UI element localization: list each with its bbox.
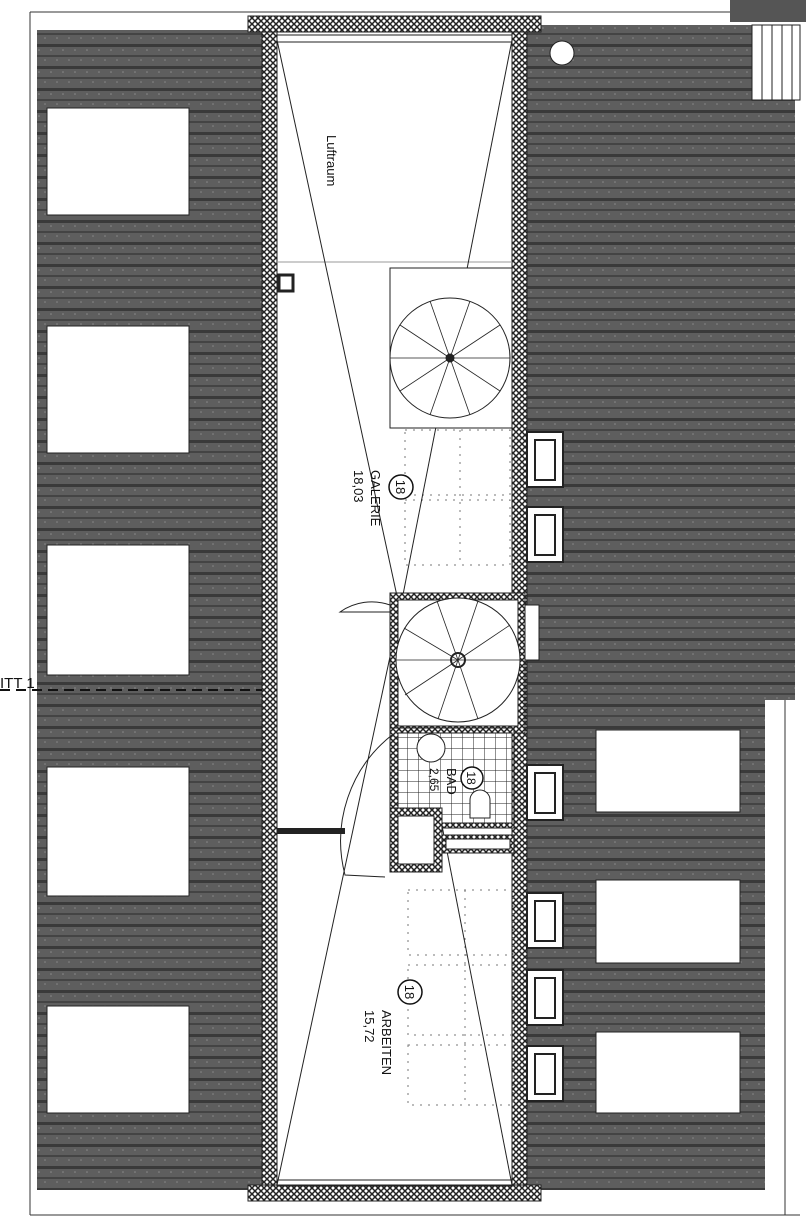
room-number: 18 bbox=[464, 771, 478, 785]
section-marker: ITT 1 bbox=[0, 675, 35, 692]
room-galerie: 18 GALERIE 18,03 bbox=[351, 470, 414, 527]
dormers bbox=[526, 431, 564, 1102]
skylight bbox=[46, 766, 190, 897]
room-area: 15,72 bbox=[362, 1010, 377, 1043]
room-number-badge bbox=[460, 766, 484, 790]
spiral-stair-upper bbox=[389, 267, 513, 429]
room-number-badge bbox=[397, 979, 423, 1005]
room-area: 18,03 bbox=[351, 470, 366, 503]
toilet-icon bbox=[469, 789, 491, 819]
room-bad: 18 BAD 2,65 bbox=[427, 766, 484, 795]
sink-icon bbox=[416, 733, 446, 763]
partition-wall bbox=[277, 828, 345, 834]
skylights bbox=[46, 107, 741, 1114]
skylight bbox=[595, 1031, 741, 1114]
room-number: 18 bbox=[402, 985, 417, 999]
room-arbeiten: 18 ARBEITEN 15,72 bbox=[362, 979, 423, 1075]
skylight bbox=[46, 107, 190, 216]
frame-lines bbox=[29, 11, 800, 1216]
skylight bbox=[595, 879, 741, 964]
wall-top bbox=[247, 15, 542, 33]
room-name: GALERIE bbox=[368, 470, 383, 527]
skylight bbox=[595, 729, 741, 813]
wall-left bbox=[261, 29, 278, 1191]
skylight bbox=[46, 325, 190, 454]
bathroom bbox=[340, 727, 515, 878]
skylight bbox=[46, 1005, 190, 1114]
skylight bbox=[46, 544, 190, 676]
room-area: 2,65 bbox=[427, 768, 441, 792]
room-name: ARBEITEN bbox=[379, 1010, 394, 1075]
room-number: 18 bbox=[393, 480, 408, 494]
chimney-icon bbox=[549, 40, 575, 66]
top-right-block bbox=[730, 0, 806, 22]
dotted-furniture bbox=[404, 429, 514, 1106]
roof-right-upper bbox=[527, 25, 795, 700]
room-number-badge bbox=[388, 474, 414, 500]
wall-bottom bbox=[247, 1184, 542, 1202]
room-label-luftraum: Luftraum bbox=[324, 135, 339, 186]
spiral-stair-lower bbox=[338, 592, 540, 734]
room-name: BAD bbox=[444, 768, 459, 795]
stair-stub bbox=[751, 24, 801, 101]
